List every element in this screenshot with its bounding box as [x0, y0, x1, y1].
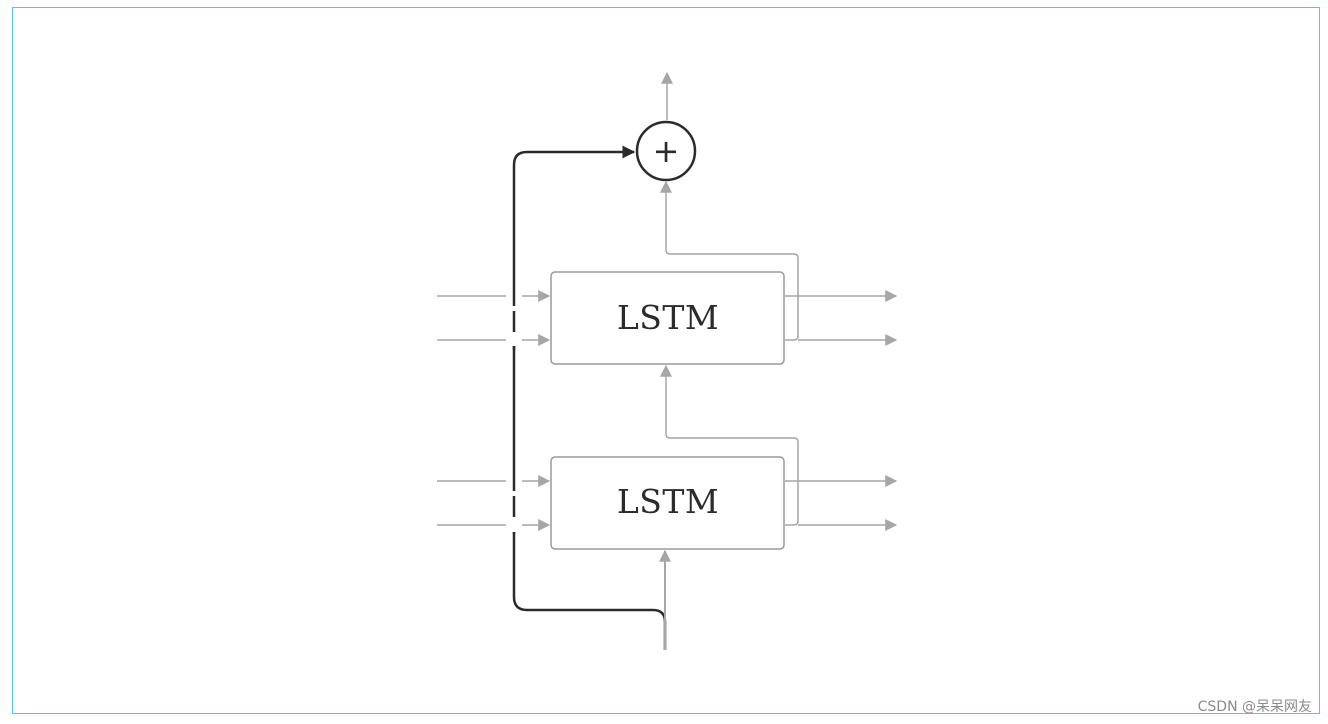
top-state-output-2 [785, 335, 799, 341]
lstm-bottom-label: LSTM [616, 482, 720, 521]
adder-circle [635, 120, 697, 182]
lstm-top-box [550, 271, 785, 365]
residual-connection [512, 145, 667, 650]
top-to-adder-connection [660, 180, 799, 337]
bottom-to-top-connection [660, 364, 799, 522]
adder-symbol: + [653, 132, 680, 170]
lstm-top-label: LSTM [616, 298, 720, 337]
watermark: CSDN @呆呆网友 [1197, 699, 1312, 715]
bottom-state-output-2 [785, 520, 799, 526]
lstm-bottom-box [550, 456, 785, 550]
